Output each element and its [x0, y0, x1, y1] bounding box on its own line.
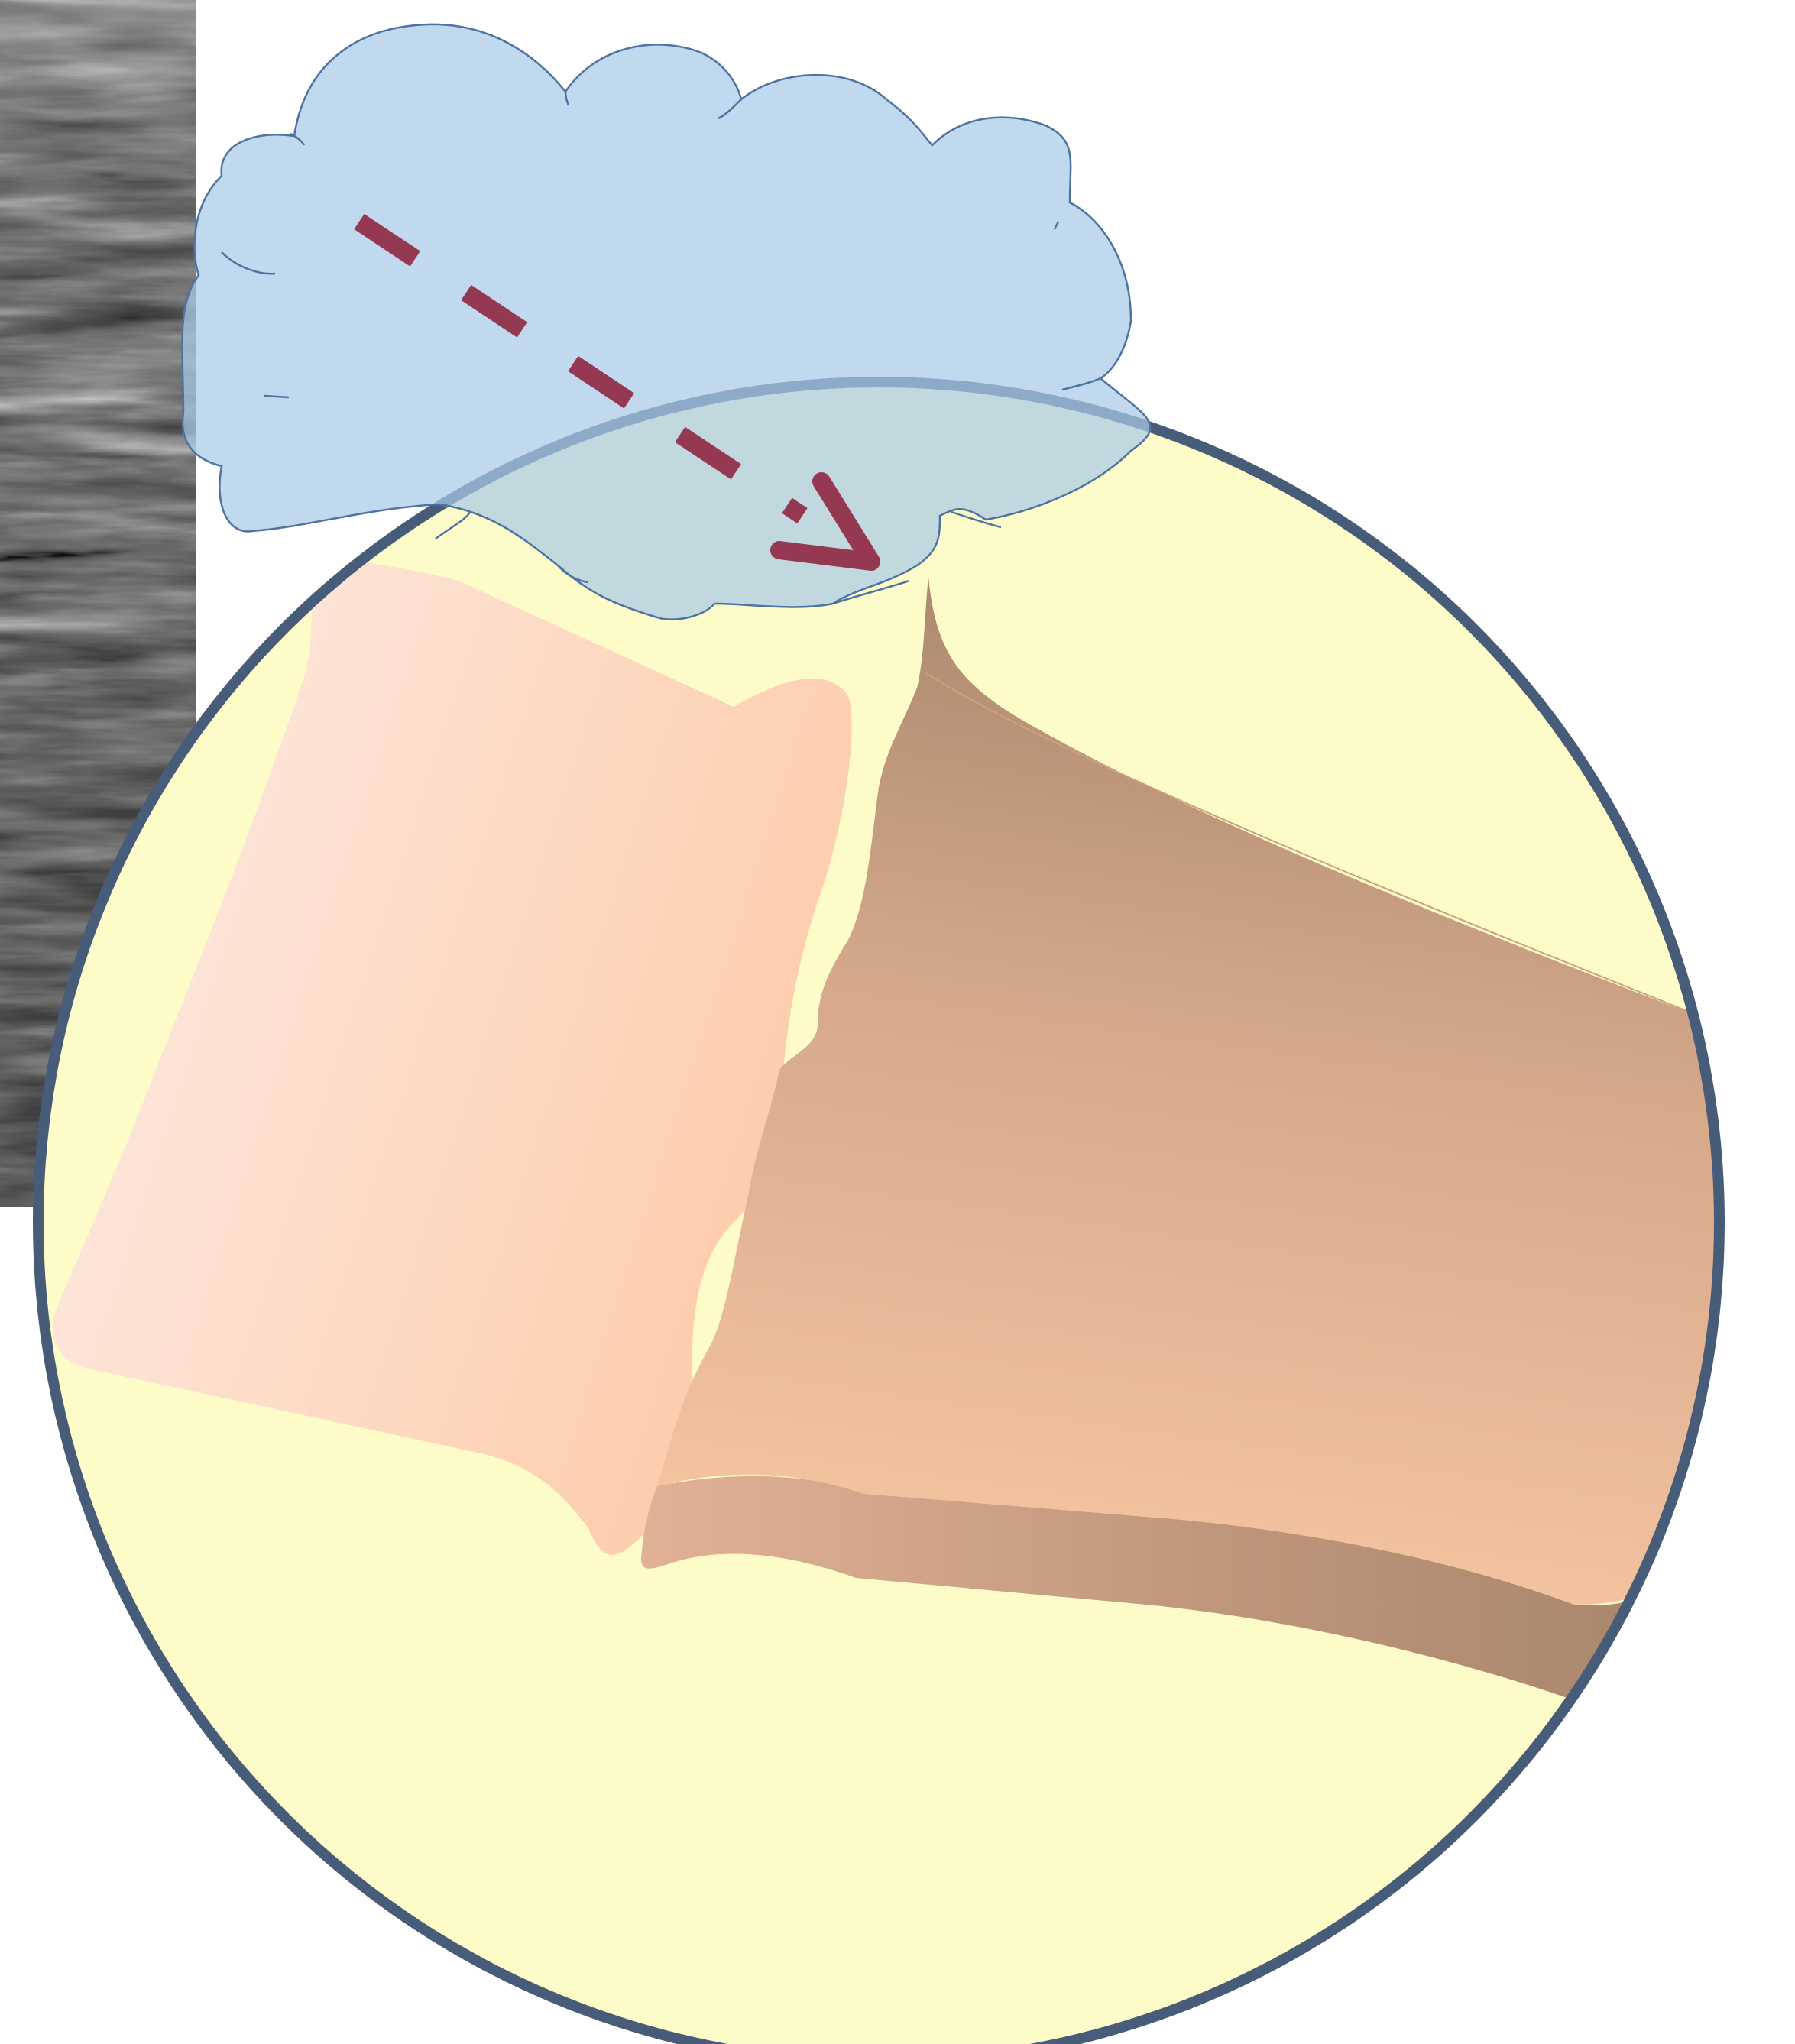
diagram-canvas	[0, 0, 1795, 2044]
